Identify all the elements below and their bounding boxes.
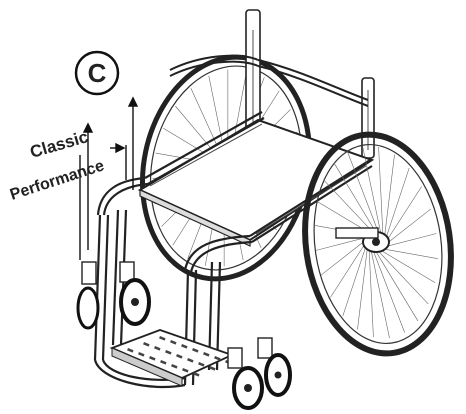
wheel-spoke (378, 147, 384, 235)
footplate-slot (170, 340, 177, 345)
footplate-slot (165, 350, 172, 355)
footplate-slot (171, 363, 178, 369)
wheel-spoke (368, 249, 374, 337)
seat (137, 118, 375, 247)
footplate-slot (198, 362, 205, 367)
footplate-slot (192, 348, 199, 353)
dimension-lines (79, 96, 139, 260)
footplate-slot (187, 357, 194, 363)
footplate-slot (160, 360, 167, 365)
wheel-spoke (373, 251, 405, 333)
footplate-slot (176, 354, 183, 359)
wheel-spoke (385, 208, 432, 245)
front-left-caster (119, 261, 151, 326)
footplate-slot (203, 352, 210, 357)
wheel-spoke (378, 251, 429, 305)
footplate-slot (159, 336, 166, 341)
footplate-slot (149, 356, 156, 361)
wheel-spoke (370, 250, 390, 339)
footplate-slot (209, 365, 216, 371)
callout-letter: C (88, 58, 107, 88)
backrest-posts (245, 9, 375, 159)
front-left-caster-2 (76, 261, 100, 330)
wheel-spoke (342, 244, 367, 317)
wheel-spoke (347, 151, 379, 233)
footplate-slot (138, 352, 145, 357)
footplate-slot (193, 371, 200, 377)
wheel-spoke (385, 167, 410, 240)
wheel-spoke (330, 242, 367, 298)
wheel-spoke (320, 239, 367, 276)
footplate-slot (143, 342, 150, 347)
label-performance: Performance (8, 157, 106, 203)
callout-c: C (74, 50, 120, 96)
wheel-spoke (362, 145, 382, 234)
wheel-spoke (375, 251, 419, 322)
wheel-spoke (383, 248, 438, 259)
wheel-spoke (381, 250, 436, 283)
wheel-spoke (384, 233, 437, 248)
wheel-spoke (323, 179, 374, 233)
footplate (109, 329, 235, 387)
label-classic: Classic (28, 127, 90, 162)
footplate-slot (182, 368, 189, 373)
footplate-slot (154, 346, 161, 351)
wheel-spoke (384, 154, 395, 237)
wheel-spoke (333, 162, 377, 233)
wheel-spoke (315, 236, 368, 251)
wheel-spoke (357, 247, 368, 330)
footplate-slot (127, 348, 134, 353)
footplate-slot (181, 344, 188, 349)
rear-right-wheel (302, 131, 454, 357)
wheel-spoke (385, 186, 422, 242)
footplate-slot (214, 356, 221, 361)
backrest-frame (169, 54, 369, 107)
front-right-caster (227, 337, 292, 410)
